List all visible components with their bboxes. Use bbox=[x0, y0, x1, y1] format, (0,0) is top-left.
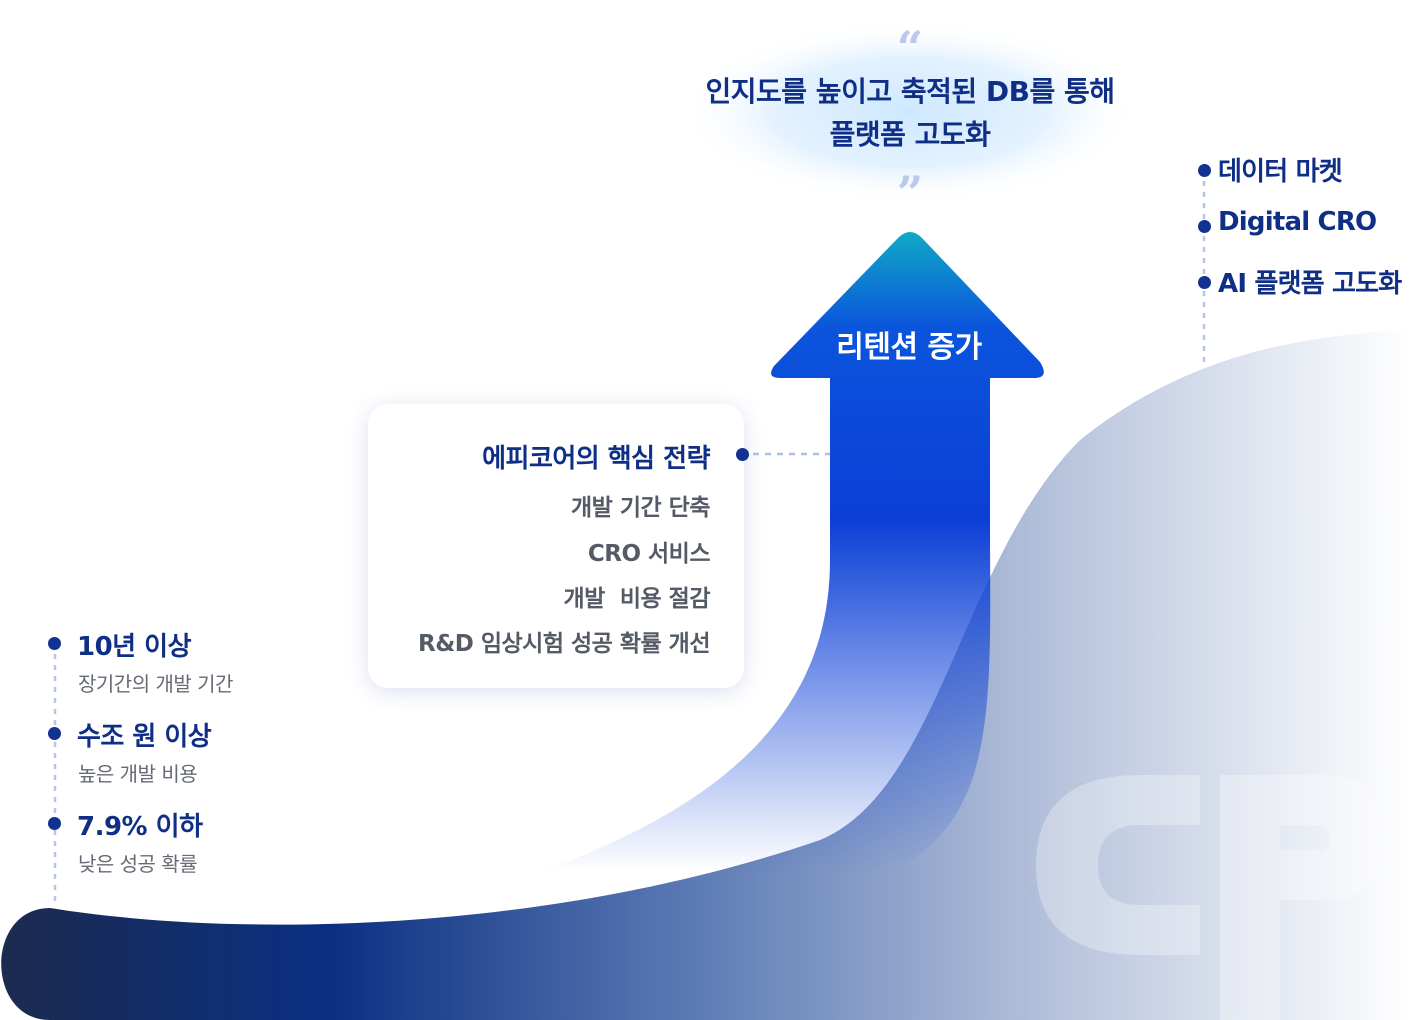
problem-title: 수조 원 이상 bbox=[77, 722, 212, 752]
wave-shape bbox=[1, 330, 1410, 1020]
strategy-connector-dot bbox=[736, 448, 749, 461]
goal-line-2: 플랫폼 고도화 bbox=[829, 118, 991, 151]
list-bullet bbox=[1198, 220, 1211, 233]
logo-watermark bbox=[1036, 775, 1380, 1020]
quote-open-icon: “ bbox=[896, 21, 924, 75]
growth-arrow bbox=[540, 232, 1044, 872]
strategy-item: R&D 임상시험 성공 확률 개선 bbox=[418, 631, 711, 657]
problem-desc: 높은 개발 비용 bbox=[78, 762, 198, 786]
strategy-card: 에피코어의 핵심 전략 개발 기간 단축 CRO 서비스 개발 비용 절감 R&… bbox=[368, 404, 744, 688]
problem-desc: 낮은 성공 확률 bbox=[78, 852, 198, 876]
list-bullet bbox=[48, 637, 61, 650]
arrow-label: 리텐션 증가 bbox=[836, 330, 982, 365]
problem-title: 7.9% 이하 bbox=[77, 812, 203, 842]
strategy-item: CRO 서비스 bbox=[587, 541, 711, 567]
goal-text: 인지도를 높이고 축적된 DB를 통해 플랫폼 고도화 bbox=[640, 70, 1180, 156]
list-bullet bbox=[1198, 164, 1211, 177]
problem-title: 10년 이상 bbox=[77, 632, 192, 662]
future-item: Digital CRO bbox=[1218, 207, 1377, 237]
list-bullet bbox=[48, 817, 61, 830]
goal-line-1: 인지도를 높이고 축적된 DB를 통해 bbox=[705, 75, 1115, 108]
future-item: AI 플랫폼 고도화 bbox=[1218, 269, 1402, 299]
list-bullet bbox=[1198, 276, 1211, 289]
quote-close-icon: ” bbox=[896, 166, 924, 220]
list-bullet bbox=[48, 727, 61, 740]
problem-desc: 장기간의 개발 기간 bbox=[78, 672, 233, 696]
strategy-item: 개발 기간 단축 bbox=[571, 495, 710, 521]
strategy-item: 개발 비용 절감 bbox=[563, 586, 711, 612]
strategy-title: 에피코어의 핵심 전략 bbox=[482, 444, 710, 474]
future-item: 데이터 마켓 bbox=[1218, 157, 1343, 187]
